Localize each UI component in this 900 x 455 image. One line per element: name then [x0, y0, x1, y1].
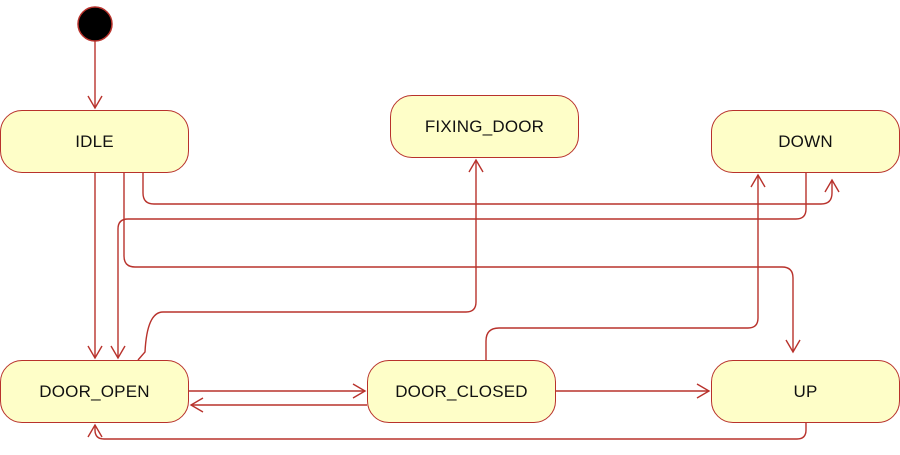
state-fixing-door-label: FIXING_DOOR: [424, 116, 545, 136]
state-down[interactable]: DOWN: [711, 110, 900, 173]
edge-up-to-door-open: [87, 423, 807, 440]
edge-initial-to-idle: [87, 41, 103, 110]
state-door-open[interactable]: DOOR_OPEN: [0, 360, 189, 423]
state-door-closed-label: DOOR_CLOSED: [395, 381, 528, 401]
state-up[interactable]: UP: [711, 360, 900, 423]
edge-door-closed-to-down: [485, 173, 766, 360]
edge-idle-to-door-open: [87, 173, 103, 360]
initial-node: [77, 6, 113, 42]
state-door-closed[interactable]: DOOR_CLOSED: [367, 360, 556, 423]
edge-door-closed-to-up: [556, 383, 711, 399]
edge-down-to-door-open: [110, 173, 807, 360]
state-up-label: UP: [793, 381, 818, 401]
edge-door-open-to-door-closed: [189, 383, 367, 399]
state-idle[interactable]: IDLE: [0, 110, 189, 173]
edge-idle-to-up: [123, 173, 801, 354]
edge-door-closed-to-door-open: [189, 397, 367, 413]
edge-door-open-to-fixing-door: [137, 158, 484, 361]
state-down-label: DOWN: [778, 131, 833, 151]
state-fixing-door[interactable]: FIXING_DOOR: [390, 95, 579, 158]
edge-idle-to-down: [142, 173, 840, 205]
state-idle-label: IDLE: [75, 131, 114, 151]
state-door-open-label: DOOR_OPEN: [39, 381, 150, 401]
